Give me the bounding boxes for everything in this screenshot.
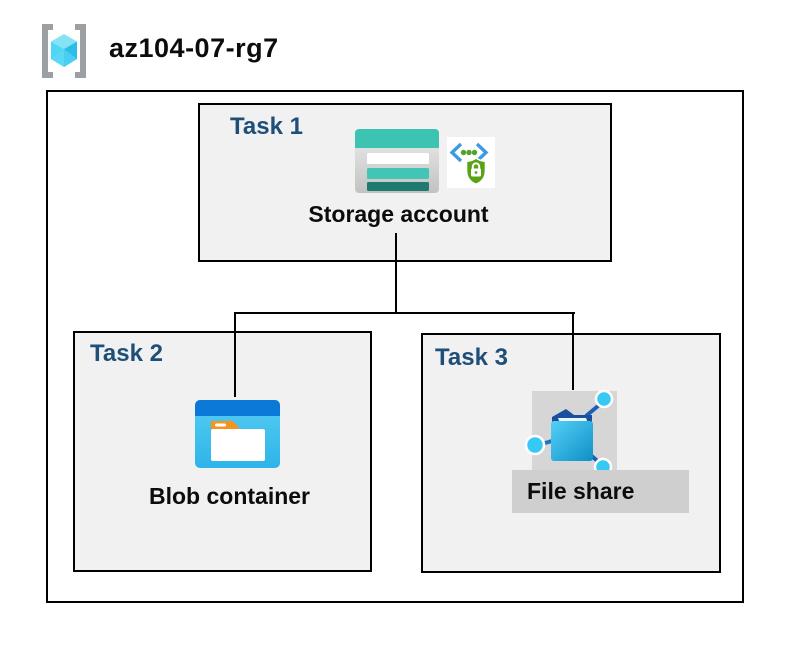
storage-account-icon bbox=[355, 129, 439, 193]
task1-box: Task 1 Storage account bbox=[198, 103, 612, 262]
file-share-label-band: File share bbox=[512, 470, 689, 513]
blob-container-icon bbox=[195, 400, 280, 468]
task2-label: Task 2 bbox=[90, 340, 163, 367]
secure-access-icon bbox=[447, 137, 495, 188]
connector-to-blob-container bbox=[234, 312, 236, 397]
task2-box: Task 2 Blob container bbox=[73, 331, 372, 572]
task3-label: Task 3 bbox=[435, 344, 508, 371]
storage-account-label: Storage account bbox=[308, 201, 489, 227]
resource-group-icon bbox=[42, 24, 86, 78]
resource-group-header: az104-07-rg7 bbox=[0, 0, 788, 90]
connector-storage-vertical bbox=[395, 233, 397, 313]
blob-container-label: Blob container bbox=[148, 483, 310, 509]
file-share-icon bbox=[524, 389, 614, 477]
file-share-label: File share bbox=[527, 478, 635, 504]
connector-to-file-share bbox=[572, 312, 574, 390]
connector-horizontal-split bbox=[234, 312, 575, 314]
task3-box: Task 3 File share bbox=[421, 333, 721, 573]
task1-label: Task 1 bbox=[230, 113, 303, 140]
resource-group-name: az104-07-rg7 bbox=[109, 33, 279, 63]
